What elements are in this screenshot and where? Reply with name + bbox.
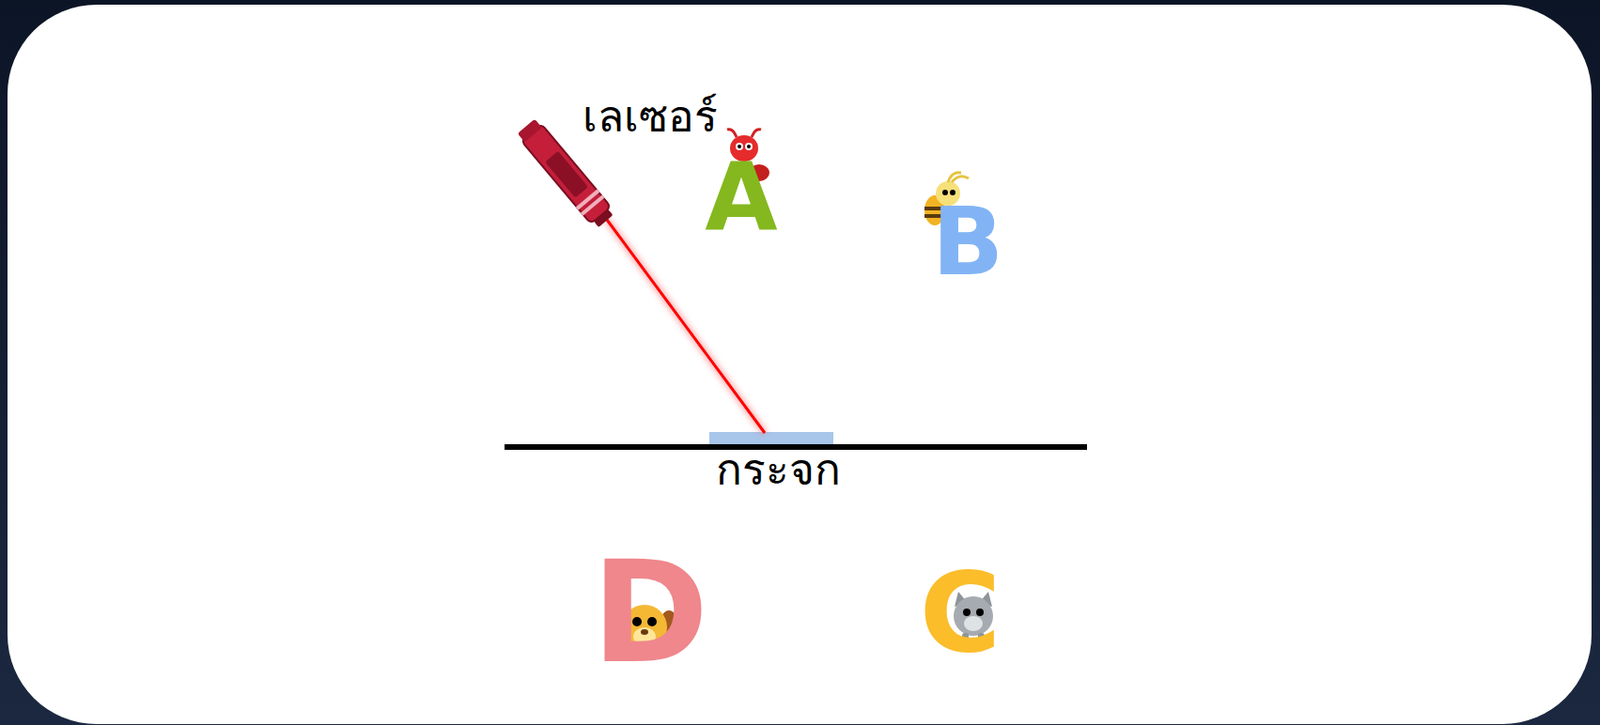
laser-glow — [606, 219, 765, 434]
laser-label: เลเซอร์ — [582, 94, 718, 139]
mirror-glass — [709, 432, 834, 446]
letter-b: B — [932, 195, 1004, 290]
letter-c: C — [919, 557, 1002, 668]
mirror-label: กระจก — [715, 448, 841, 492]
letter-d: D — [591, 542, 710, 684]
laser-beam — [606, 219, 765, 434]
panel — [7, 4, 1592, 725]
letter-a: A — [704, 150, 777, 245]
